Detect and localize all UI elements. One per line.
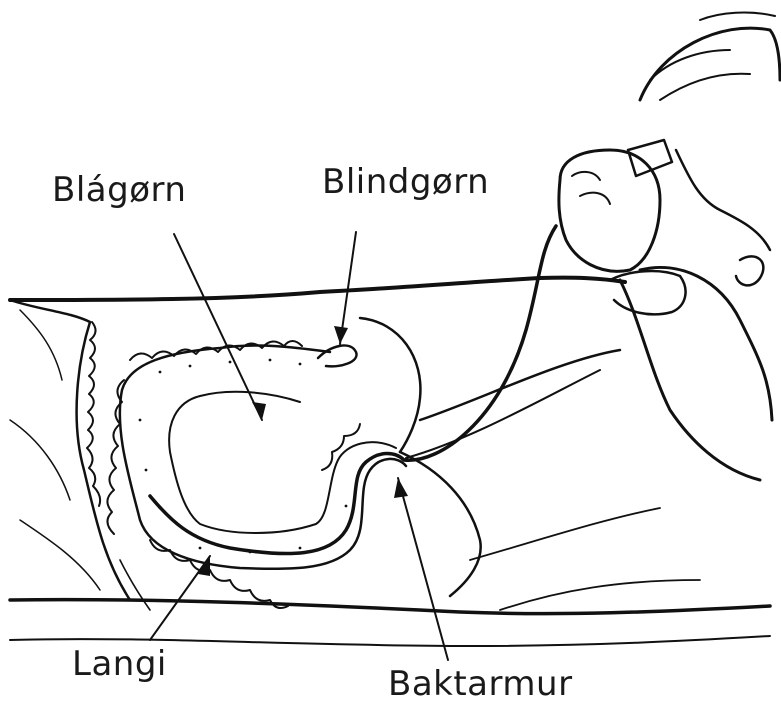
leader-langi xyxy=(150,556,210,640)
thigh-upper xyxy=(420,350,620,420)
thigh-outline xyxy=(400,452,481,596)
label-blagorn: Blágørn xyxy=(52,170,186,210)
arrowhead-baktarmur xyxy=(394,478,408,498)
doctor-face xyxy=(676,150,770,250)
hip-outline xyxy=(10,300,130,600)
leader-baktarmur xyxy=(398,478,448,660)
arrowhead-langi xyxy=(198,556,210,576)
sheet-fold-1 xyxy=(470,508,660,560)
doctor-head xyxy=(640,28,780,100)
colon-haustra-bottom xyxy=(150,540,288,608)
appendix xyxy=(318,345,357,366)
cloth-fold-1 xyxy=(20,310,62,380)
label-baktarmur: Baktarmur xyxy=(388,664,573,704)
sleeve-cuff xyxy=(610,271,686,314)
doctor-hair-3 xyxy=(700,13,775,20)
hand xyxy=(559,150,660,271)
cloth-fold-2 xyxy=(10,420,70,500)
sheet-fold-3 xyxy=(120,560,150,610)
forearm xyxy=(620,280,760,480)
finger-2 xyxy=(580,193,610,204)
doctor-hair-2 xyxy=(660,74,750,100)
scope-eyepiece xyxy=(628,140,672,176)
arm-upper xyxy=(640,267,772,420)
finger-1 xyxy=(572,172,600,180)
label-langi: Langi xyxy=(72,644,167,684)
colon-haustra-left xyxy=(107,380,124,534)
colon-outer xyxy=(120,345,406,568)
arrowhead-blagorn xyxy=(252,402,266,420)
arrowhead-blindgorn xyxy=(334,326,348,344)
colonoscope-tube xyxy=(150,226,556,554)
cloth-fold-3 xyxy=(20,520,100,590)
colon-haustra-sigmoid xyxy=(322,424,360,470)
label-blindgorn: Blindgørn xyxy=(322,162,489,202)
doctor-ear xyxy=(736,256,763,285)
sheet-fold-2 xyxy=(500,580,700,610)
bed-line xyxy=(10,600,770,614)
clothing-edge xyxy=(87,322,100,506)
colon-haustra-top xyxy=(130,341,302,360)
buttock-outline xyxy=(360,318,420,452)
